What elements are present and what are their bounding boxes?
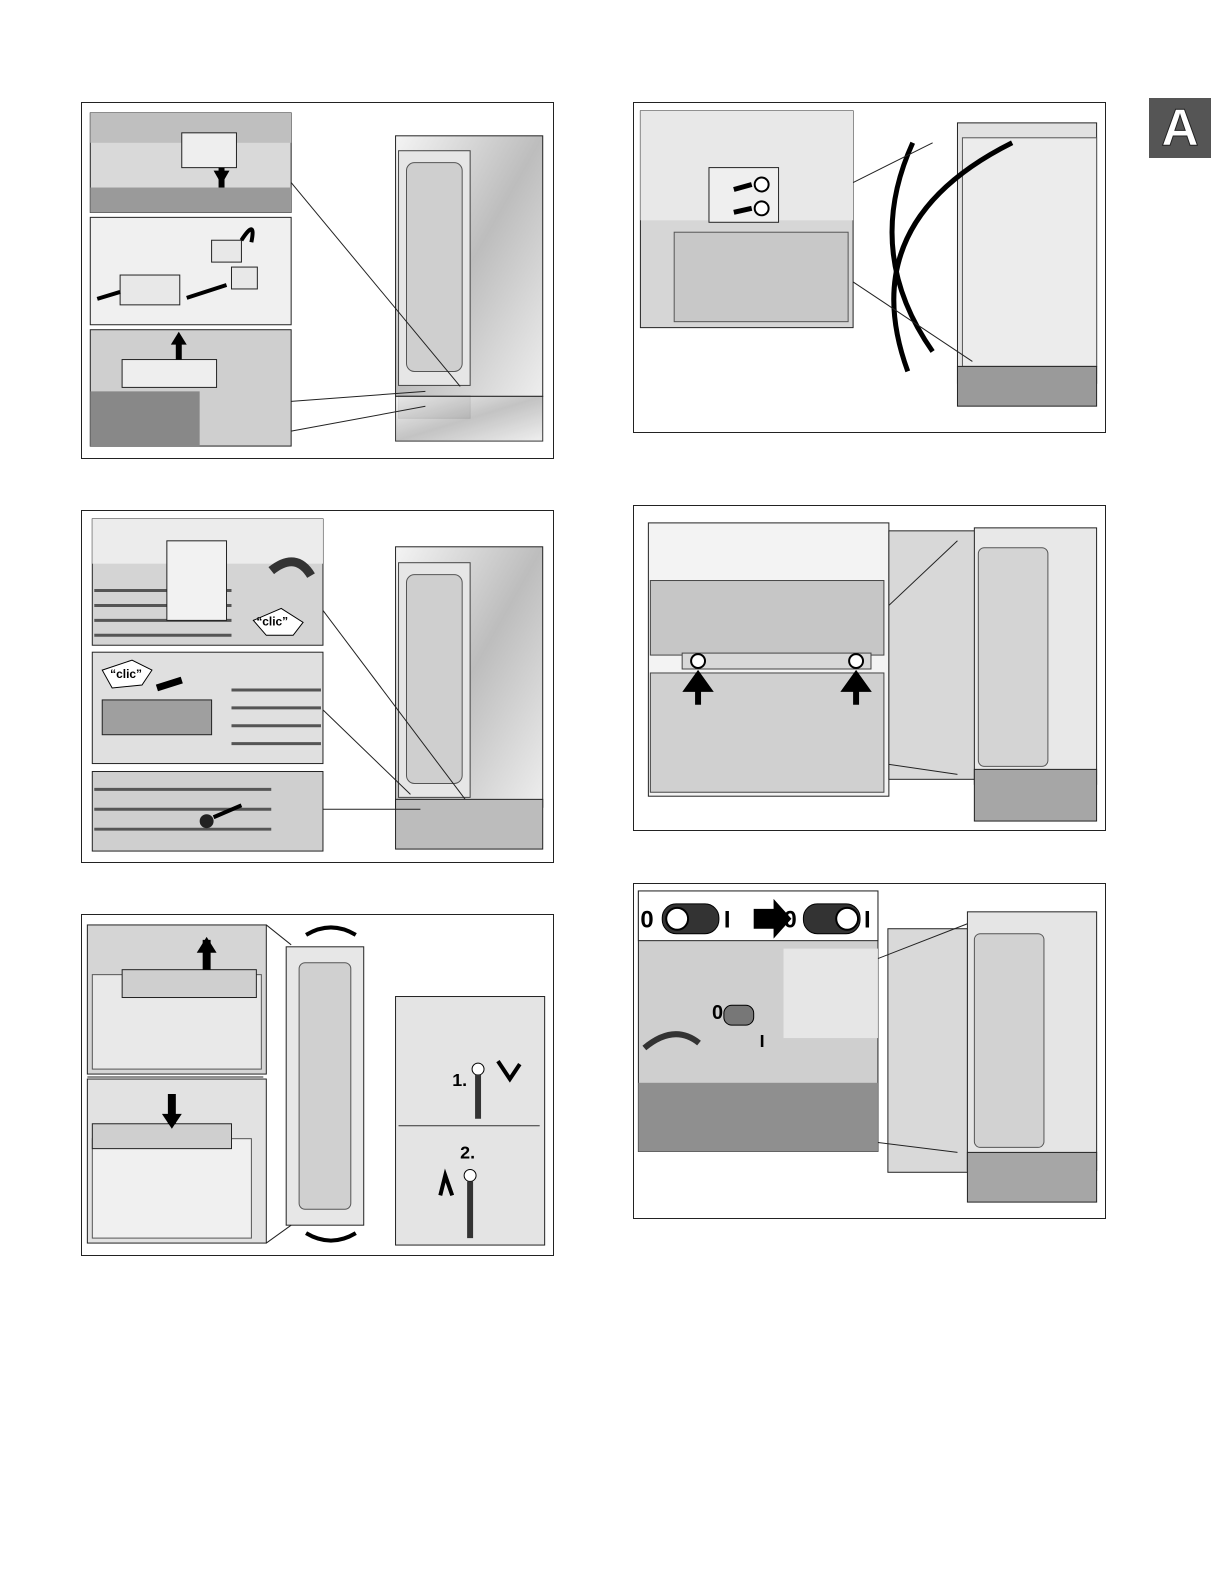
figure-panel-trim-clip: “clic” “clic” [81,510,554,863]
figure-panel-door-rail [633,505,1106,831]
trim-clip-illustration: “clic” “clic” [82,511,553,862]
figure-panel-hinge-swap [633,102,1106,433]
step-1-label: 1. [452,1070,467,1090]
switch-off-right: 0 [784,907,797,934]
switch-toggle-illustration: 0 I 0 I 0 I [634,884,1105,1218]
clic-callout-2: “clic” [110,667,142,681]
switch-off-left: 0 [640,907,653,934]
section-tab: A [1149,98,1211,158]
switch-off-detail: 0 [712,1002,723,1024]
figure-panel-door-adjust: 1. 2. [81,914,554,1256]
switch-on-detail: I [760,1031,765,1051]
section-tab-letter: A [1161,98,1199,158]
door-adjust-illustration: 1. 2. [82,915,553,1255]
figure-panel-switch-toggle: 0 I 0 I 0 I [633,883,1106,1219]
switch-on-right: I [864,907,871,934]
bracket-relocation-illustration [82,103,553,458]
figure-panel-bracket-relocation [81,102,554,459]
clic-callout-1: “clic” [256,614,288,628]
switch-on-left: I [724,907,731,934]
door-rail-illustration [634,506,1105,830]
step-2-label: 2. [460,1143,475,1163]
hinge-swap-illustration [634,103,1105,432]
